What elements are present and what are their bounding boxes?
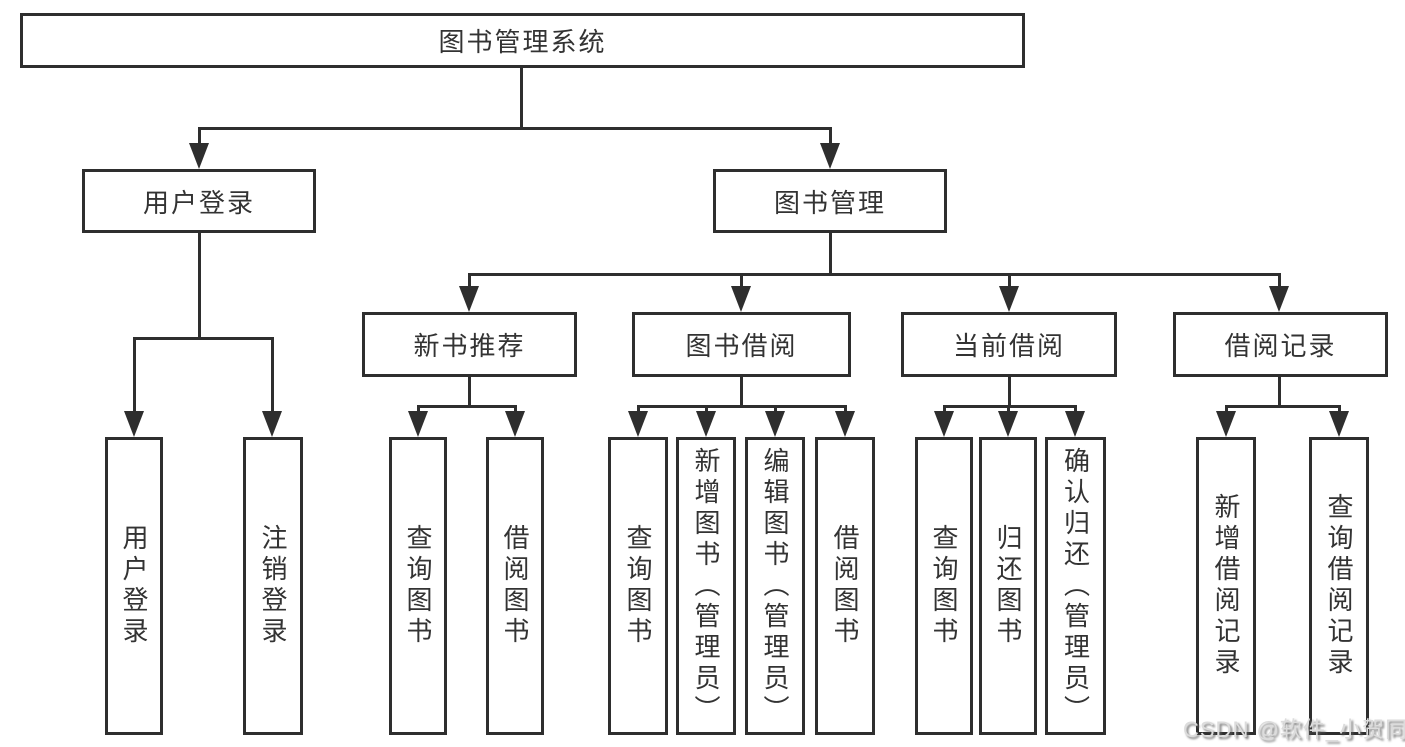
connector-line bbox=[133, 337, 136, 417]
leaf-borrow-books: 借阅图书 bbox=[486, 437, 544, 735]
arrowhead-down-icon bbox=[505, 411, 525, 437]
leaf-add-borrow-record: 新增借阅记录 bbox=[1196, 437, 1256, 735]
leaf-query-borrow-record: 查询借阅记录 bbox=[1309, 437, 1369, 735]
leaf-edit-books-admin: 编辑图书（管理员） bbox=[745, 437, 805, 735]
leaf-confirm-return-admin: 确认归还（管理员） bbox=[1045, 437, 1106, 735]
connector-line bbox=[468, 377, 471, 408]
leaf-query-books: 查询图书 bbox=[389, 437, 447, 735]
arrowhead-down-icon bbox=[189, 143, 209, 169]
leaf-add-books-admin: 新增图书（管理员） bbox=[676, 437, 736, 735]
leaf-logout: 注销登录 bbox=[243, 437, 303, 735]
arrowhead-down-icon bbox=[731, 286, 751, 312]
arrowhead-down-icon bbox=[820, 143, 840, 169]
connector-line bbox=[198, 127, 832, 130]
connector-line bbox=[1008, 377, 1011, 408]
arrowhead-down-icon bbox=[765, 411, 785, 437]
leaf-return-books: 归还图书 bbox=[979, 437, 1037, 735]
arrowhead-down-icon bbox=[696, 411, 716, 437]
connector-line bbox=[829, 127, 832, 149]
connector-line bbox=[468, 273, 1281, 276]
connector-line bbox=[1008, 273, 1011, 291]
node-new-book-recommendation: 新书推荐 bbox=[362, 312, 577, 377]
connector-line bbox=[133, 337, 274, 340]
connector-line bbox=[468, 273, 471, 291]
leaf-borrow-books: 借阅图书 bbox=[815, 437, 875, 735]
connector-line bbox=[1225, 405, 1340, 408]
node-book-borrowing: 图书借阅 bbox=[632, 312, 851, 377]
arrowhead-down-icon bbox=[1269, 286, 1289, 312]
connector-line bbox=[198, 233, 201, 340]
arrowhead-down-icon bbox=[262, 411, 282, 437]
connector-line bbox=[740, 377, 743, 408]
arrowhead-down-icon bbox=[408, 411, 428, 437]
arrowhead-down-icon bbox=[459, 286, 479, 312]
connector-line bbox=[417, 405, 517, 408]
connector-line bbox=[637, 405, 846, 408]
arrowhead-down-icon bbox=[124, 411, 144, 437]
leaf-user-login: 用户登录 bbox=[105, 437, 163, 735]
arrowhead-down-icon bbox=[1065, 411, 1085, 437]
node-current-borrowing: 当前借阅 bbox=[901, 312, 1117, 377]
connector-line bbox=[1278, 377, 1281, 408]
node-book-management-branch: 图书管理 bbox=[713, 169, 947, 233]
arrowhead-down-icon bbox=[1216, 411, 1236, 437]
node-user-login-branch: 用户登录 bbox=[82, 169, 316, 233]
connector-line bbox=[271, 337, 274, 417]
arrowhead-down-icon bbox=[998, 411, 1018, 437]
arrowhead-down-icon bbox=[934, 411, 954, 437]
leaf-query-books: 查询图书 bbox=[608, 437, 668, 735]
arrowhead-down-icon bbox=[1329, 411, 1349, 437]
arrowhead-down-icon bbox=[628, 411, 648, 437]
arrowhead-down-icon bbox=[835, 411, 855, 437]
node-root-library-system: 图书管理系统 bbox=[20, 13, 1025, 68]
arrowhead-down-icon bbox=[999, 286, 1019, 312]
leaf-query-books: 查询图书 bbox=[915, 437, 973, 735]
connector-line bbox=[520, 68, 523, 130]
connector-line bbox=[829, 233, 832, 276]
connector-line bbox=[740, 273, 743, 291]
csdn-watermark: CSDN @软件_小贺同学 bbox=[1183, 717, 1405, 742]
connector-line bbox=[198, 127, 201, 149]
node-borrowing-records: 借阅记录 bbox=[1173, 312, 1388, 377]
connector-line bbox=[1278, 273, 1281, 291]
